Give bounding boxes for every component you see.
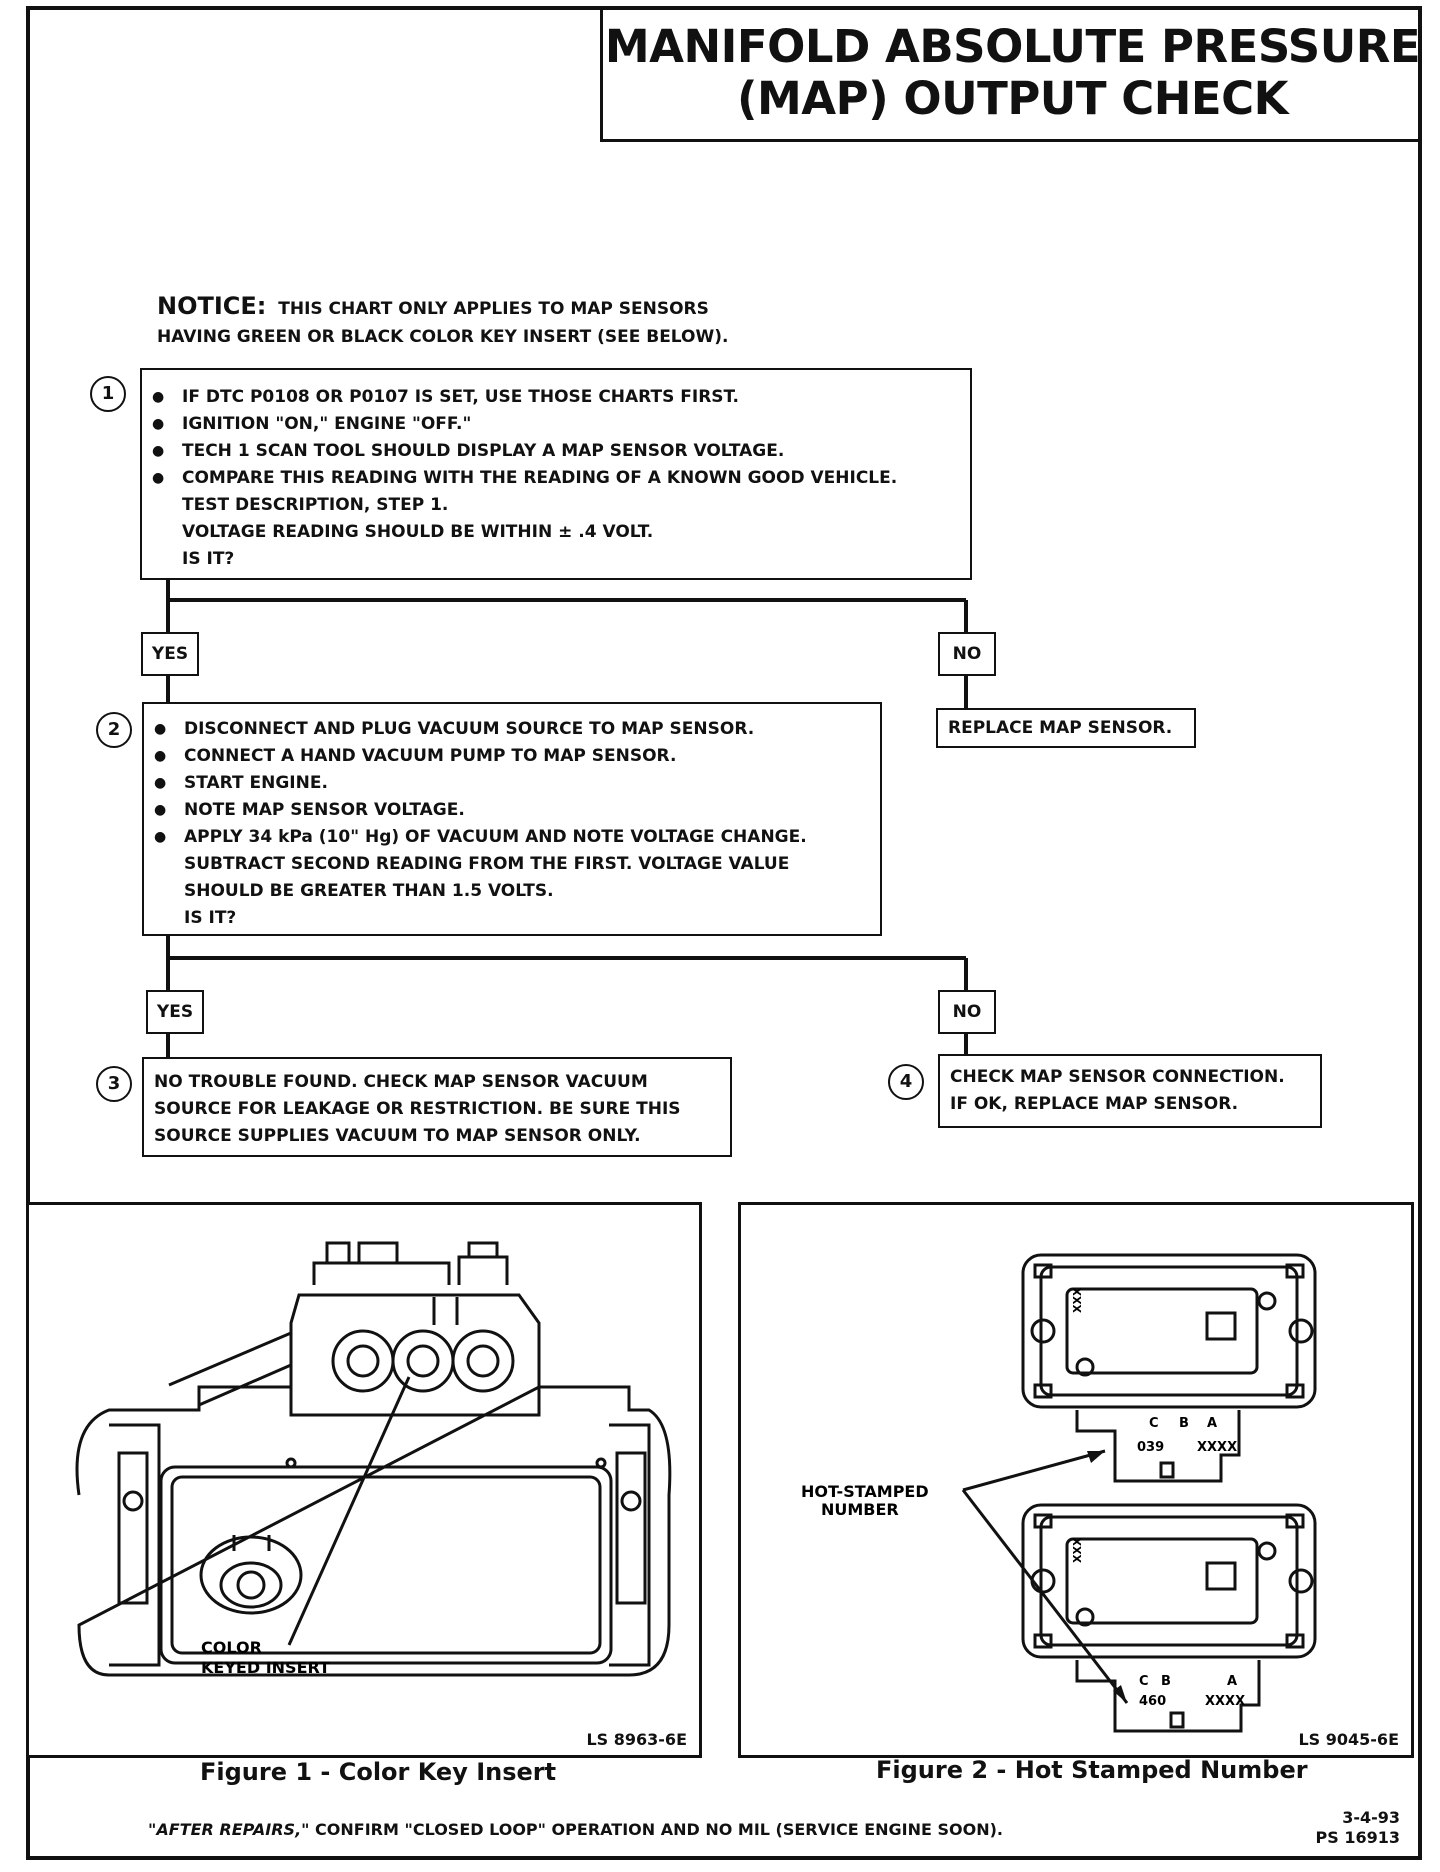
document-ps-number: PS 16913 — [1315, 1828, 1400, 1847]
yes-label: YES — [146, 990, 204, 1034]
bottom-sensor-mark: XXX — [1071, 1537, 1084, 1563]
step-3-line: NO TROUBLE FOUND. CHECK MAP SENSOR VACUU… — [154, 1072, 648, 1092]
page-frame — [26, 6, 1422, 1860]
step-2-bullet: APPLY 34 kPa (10" Hg) OF VACUUM AND NOTE… — [144, 824, 880, 851]
step-2-bullet: NOTE MAP SENSOR VOLTAGE. — [144, 797, 880, 824]
step-1-box: IF DTC P0108 OR P0107 IS SET, USE THOSE … — [140, 368, 972, 580]
footer-note: "AFTER REPAIRS," CONFIRM "CLOSED LOOP" O… — [148, 1820, 1003, 1839]
step-1-bullet: IF DTC P0108 OR P0107 IS SET, USE THOSE … — [142, 384, 970, 411]
step-4-box: CHECK MAP SENSOR CONNECTION. IF OK, REPL… — [938, 1054, 1322, 1128]
figure-1-id: LS 8963-6E — [586, 1730, 687, 1749]
yes-label: YES — [141, 632, 199, 676]
figure-2-caption: Figure 2 - Hot Stamped Number — [876, 1756, 1308, 1784]
step-2-continuation: IS IT? — [184, 908, 237, 928]
top-pin-a: A — [1207, 1416, 1217, 1431]
footer-text: CONFIRM "CLOSED LOOP" OPERATION AND NO M… — [309, 1820, 1003, 1839]
step-3-line: SOURCE FOR LEAKAGE OR RESTRICTION. BE SU… — [154, 1099, 681, 1119]
hot-stamped-label-1: HOT-STAMPED — [801, 1482, 929, 1501]
replace-map-sensor-box: REPLACE MAP SENSOR. — [936, 708, 1196, 748]
step-2-continuation: SUBTRACT SECOND READING FROM THE FIRST. … — [184, 854, 790, 874]
title-line-2: (MAP) OUTPUT CHECK — [736, 71, 1289, 125]
step-1-number: 1 — [90, 376, 126, 412]
step-2-number: 2 — [96, 712, 132, 748]
top-sensor-mark: XXX — [1071, 1287, 1084, 1313]
step-1-bullet: IGNITION "ON," ENGINE "OFF." — [142, 411, 970, 438]
figure-2-id: LS 9045-6E — [1298, 1730, 1399, 1749]
bottom-hot-stamp-code: 460 — [1139, 1694, 1166, 1709]
step-1-bullet: COMPARE THIS READING WITH THE READING OF… — [142, 465, 970, 492]
figure-1-panel: COLOR KEYED INSERT LS 8963-6E — [26, 1202, 702, 1758]
figure-2-panel: HOT-STAMPED NUMBER XXX C B A 039 XXXX XX… — [738, 1202, 1414, 1758]
top-hot-stamp-suffix: XXXX — [1197, 1440, 1237, 1455]
top-hot-stamp-code: 039 — [1137, 1440, 1164, 1455]
step-4-number: 4 — [888, 1064, 924, 1100]
bottom-pin-b: B — [1161, 1674, 1171, 1689]
bottom-pin-a: A — [1227, 1674, 1237, 1689]
no-label: NO — [938, 990, 996, 1034]
step-4-line: IF OK, REPLACE MAP SENSOR. — [950, 1094, 1239, 1114]
figure-1-caption: Figure 1 - Color Key Insert — [200, 1758, 557, 1786]
document-date: 3-4-93 — [1342, 1808, 1400, 1827]
color-keyed-label-1: COLOR — [201, 1638, 262, 1657]
step-2-box: DISCONNECT AND PLUG VACUUM SOURCE TO MAP… — [142, 702, 882, 936]
notice-heading: NOTICE: — [157, 292, 267, 320]
top-pin-c: C — [1149, 1416, 1159, 1431]
notice: NOTICE: THIS CHART ONLY APPLIES TO MAP S… — [157, 292, 728, 351]
document-ids: 3-4-93 PS 16913 — [1316, 1808, 1400, 1848]
title-box: MANIFOLD ABSOLUTE PRESSURE (MAP) OUTPUT … — [600, 6, 1422, 142]
notice-line-1: THIS CHART ONLY APPLIES TO MAP SENSORS — [278, 299, 709, 319]
replace-map-sensor-text: REPLACE MAP SENSOR. — [948, 718, 1173, 738]
bottom-pin-c: C — [1139, 1674, 1149, 1689]
top-pin-b: B — [1179, 1416, 1189, 1431]
step-1-continuation: IS IT? — [182, 549, 235, 569]
color-keyed-label-2: KEYED INSERT — [201, 1658, 330, 1677]
title-line-1: MANIFOLD ABSOLUTE PRESSURE — [604, 19, 1421, 73]
hot-stamped-drawing: HOT-STAMPED NUMBER XXX C B A 039 XXXX XX… — [801, 1253, 1317, 1733]
map-sensor-drawing: COLOR KEYED INSERT — [75, 1241, 672, 1677]
step-2-bullet: DISCONNECT AND PLUG VACUUM SOURCE TO MAP… — [144, 716, 880, 743]
bottom-hot-stamp-suffix: XXXX — [1205, 1694, 1245, 1709]
step-1-bullet: TECH 1 SCAN TOOL SHOULD DISPLAY A MAP SE… — [142, 438, 970, 465]
step-2-bullet: CONNECT A HAND VACUUM PUMP TO MAP SENSOR… — [144, 743, 880, 770]
hot-stamped-label-2: NUMBER — [821, 1500, 899, 1519]
footer-italic: "AFTER REPAIRS," — [148, 1820, 310, 1839]
step-1-continuation: TEST DESCRIPTION, STEP 1. — [182, 495, 449, 515]
step-2-bullet: START ENGINE. — [144, 770, 880, 797]
step-2-continuation: SHOULD BE GREATER THAN 1.5 VOLTS. — [184, 881, 554, 901]
step-1-continuation: VOLTAGE READING SHOULD BE WITHIN ± .4 VO… — [182, 522, 654, 542]
no-label: NO — [938, 632, 996, 676]
step-4-line: CHECK MAP SENSOR CONNECTION. — [950, 1067, 1285, 1087]
step-3-box: NO TROUBLE FOUND. CHECK MAP SENSOR VACUU… — [142, 1057, 732, 1157]
step-3-line: SOURCE SUPPLIES VACUUM TO MAP SENSOR ONL… — [154, 1126, 641, 1146]
step-3-number: 3 — [96, 1066, 132, 1102]
notice-line-2: HAVING GREEN OR BLACK COLOR KEY INSERT (… — [157, 327, 729, 347]
